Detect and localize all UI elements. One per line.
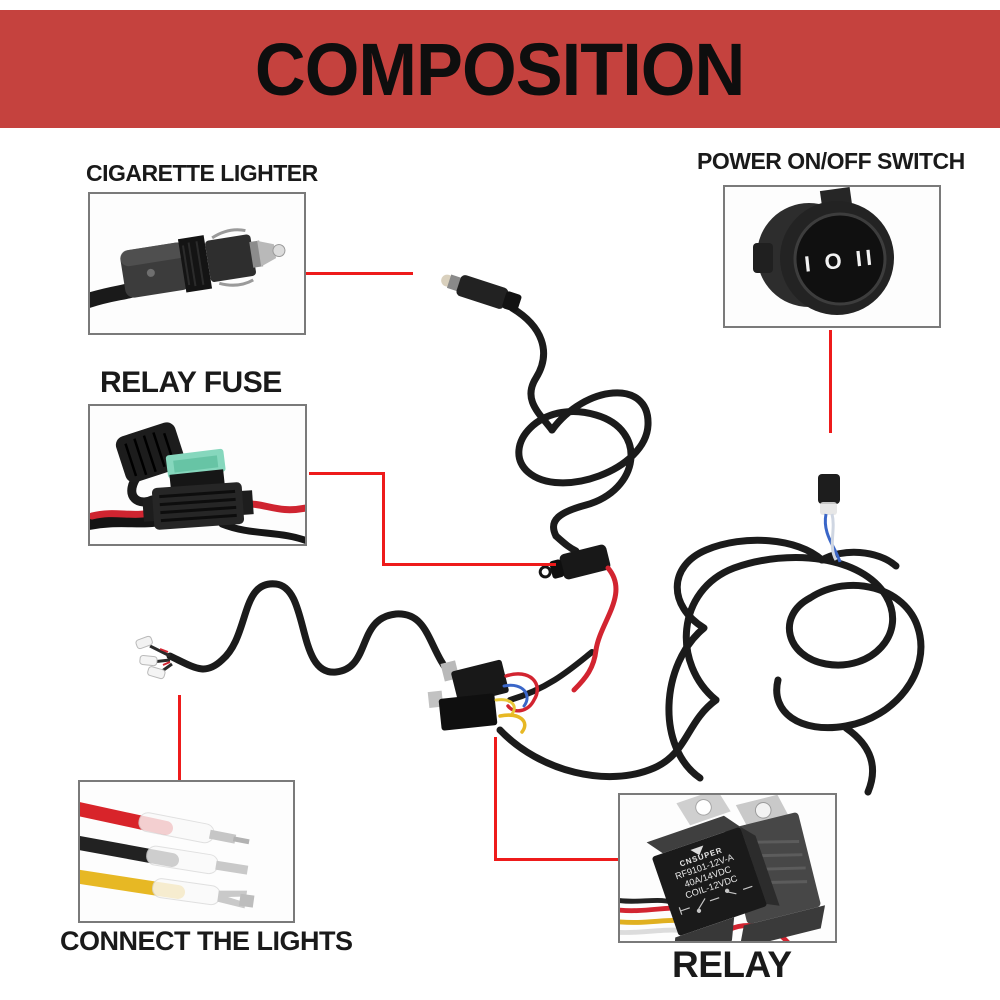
leader-power-switch <box>829 330 832 433</box>
photo-connect-lights <box>78 780 295 923</box>
relay-illustration: CNSUPER RF9101-12V-A 40A/14VDC COIL-12VD… <box>620 795 826 941</box>
leader-connect-lights <box>178 695 181 782</box>
leader-relay-fuse-h1 <box>309 472 385 475</box>
photo-relay-fuse <box>88 404 307 546</box>
label-relay-fuse: RELAY FUSE <box>100 366 282 399</box>
harness-red-wire <box>571 565 619 693</box>
label-cigarette-lighter: CIGARETTE LIGHTER <box>86 160 318 186</box>
harness-cable-right-tangle <box>682 553 896 704</box>
harness-switch-connector <box>818 474 842 563</box>
label-power-switch: POWER ON/OFF SWITCH <box>697 148 965 174</box>
harness-inline-fuse <box>538 544 611 580</box>
leader-relay-fuse-v <box>382 472 385 566</box>
power-switch-illustration: I O II <box>753 187 894 315</box>
fuse-holder-body <box>142 482 254 530</box>
harness-cigarette-plug <box>441 274 522 312</box>
photo-relay: CNSUPER RF9101-12V-A 40A/14VDC COIL-12VD… <box>618 793 837 943</box>
harness-cable-loops <box>515 389 652 540</box>
red-wire-terminal <box>80 802 250 845</box>
title-banner: COMPOSITION <box>0 10 1000 128</box>
page-title: COMPOSITION <box>255 27 745 111</box>
leader-relay-fuse-h2 <box>382 563 556 566</box>
harness-cable-lower-sweep <box>496 696 720 781</box>
harness-relay-2 <box>427 690 498 731</box>
black-wire-terminal <box>80 835 249 875</box>
photo-power-switch: I O II <box>723 185 941 328</box>
relay-pin-diagram <box>678 885 753 915</box>
label-connect-lights: CONNECT THE LIGHTS <box>60 926 353 956</box>
label-relay: RELAY <box>672 944 792 985</box>
leader-relay-h <box>494 858 620 861</box>
connect-lights-illustration <box>80 802 255 909</box>
cigarette-lighter-illustration <box>90 228 286 308</box>
harness-cable-plug <box>508 304 556 434</box>
rocker-switch: I O II <box>753 187 894 315</box>
leader-cigarette-lighter <box>306 272 413 275</box>
harness-relay-wires <box>494 672 539 734</box>
yellow-wire-terminal <box>80 869 255 909</box>
photo-cigarette-lighter <box>88 192 306 335</box>
harness-light-terminals <box>135 635 173 680</box>
relay-block-front: CNSUPER RF9101-12V-A 40A/14VDC COIL-12VD… <box>646 795 780 941</box>
cigarette-plug <box>120 228 286 298</box>
relay-fuse-illustration <box>90 422 305 544</box>
harness-cable-left-wave <box>166 580 456 680</box>
leader-relay-v <box>494 737 497 861</box>
harness-relay-1 <box>440 659 509 705</box>
